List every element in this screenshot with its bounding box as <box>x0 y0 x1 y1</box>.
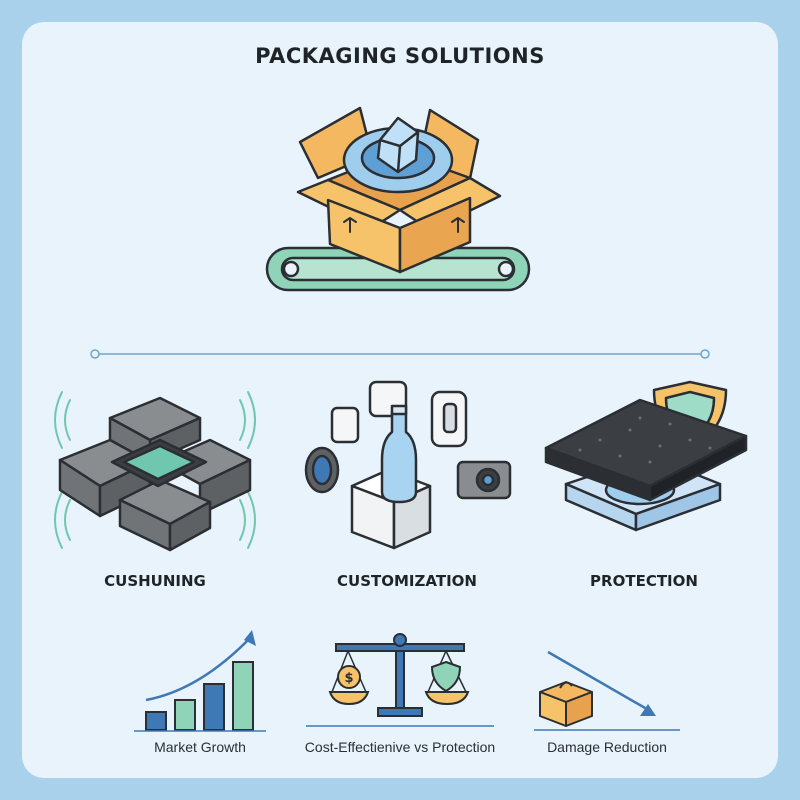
metric-label-damage-reduction: Damage Reduction <box>547 739 667 755</box>
feature-label-protection: PROTECTION <box>590 572 698 590</box>
feature-label-customization: CUSTOMIZATION <box>337 572 477 590</box>
svg-text:$: $ <box>344 671 353 686</box>
feature-label-cushioning: CUSHUNING <box>104 572 206 590</box>
metric-label-cost-effectiveness: Cost-Effectienive vs Protection <box>304 739 496 755</box>
page-title: PACKAGING SOLUTIONS <box>255 44 545 68</box>
metric-label-market-growth: Market Growth <box>154 739 246 755</box>
